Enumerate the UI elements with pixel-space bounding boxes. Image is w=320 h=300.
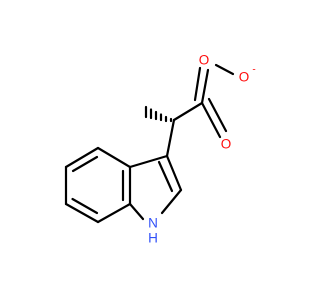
bond — [64, 202, 100, 224]
bond — [128, 154, 169, 169]
double-bond-inner — [207, 97, 228, 133]
keto-oxygen-label: O — [221, 137, 232, 152]
double-bond-inner — [71, 155, 99, 173]
bond — [214, 63, 235, 76]
bond — [96, 202, 132, 224]
bond — [200, 68, 210, 105]
bond — [165, 154, 183, 192]
indole-nitrogen-label: N — [148, 216, 158, 231]
structure-canvas: O - O O N H — [64, 53, 256, 246]
carboxylate-oxygen: O - — [239, 65, 256, 85]
double-bond-inner — [193, 66, 202, 102]
charge-label: - — [252, 65, 255, 76]
pyrrole-ring — [128, 154, 183, 221]
hashed-wedge-bond — [144, 105, 173, 123]
side-chain — [144, 63, 235, 158]
bond — [172, 101, 204, 122]
bond — [165, 118, 176, 158]
atom-label: O — [239, 70, 250, 85]
bond — [160, 188, 183, 215]
molecule-structure: O - O O N H — [64, 53, 256, 246]
bond — [64, 146, 100, 169]
bond — [200, 101, 222, 139]
indole-hydrogen-label: H — [148, 231, 158, 246]
benzene-ring — [64, 146, 132, 224]
bond — [128, 202, 145, 221]
double-bond-inner — [71, 197, 99, 215]
double-bond-inner — [157, 160, 174, 193]
carboxyl-oxygen-label: O — [199, 53, 210, 68]
bond — [96, 146, 132, 169]
